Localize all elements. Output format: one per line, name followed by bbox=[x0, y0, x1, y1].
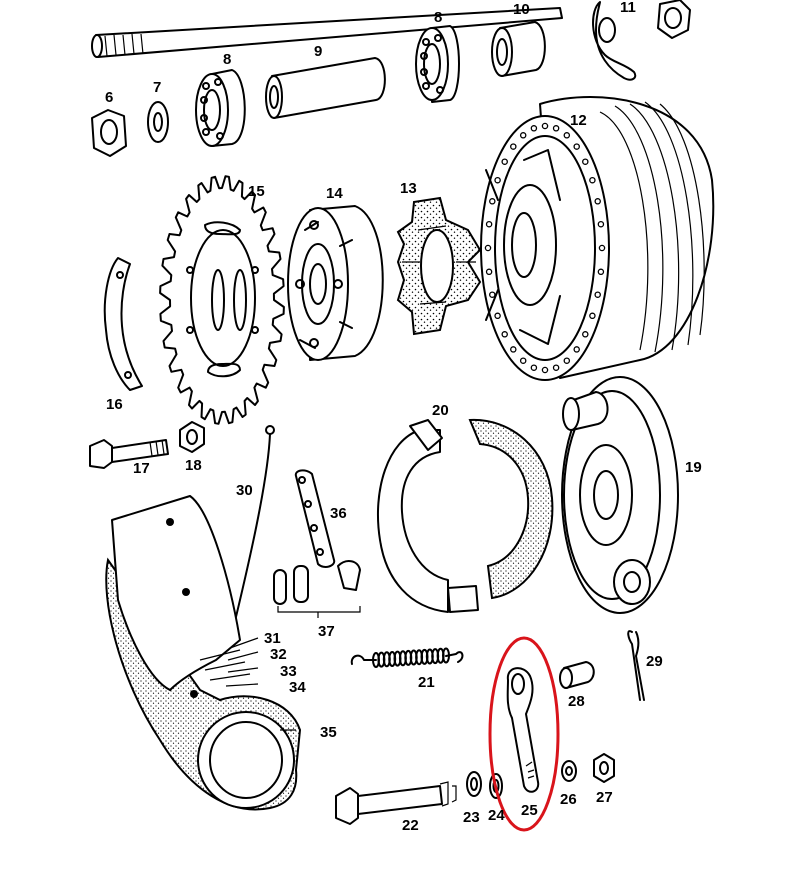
spoke-hole bbox=[573, 143, 580, 150]
part-12-hub bbox=[480, 96, 715, 381]
label-24: 24 bbox=[488, 807, 505, 824]
label-17: 17 bbox=[133, 460, 150, 477]
label-18: 18 bbox=[185, 457, 202, 474]
label-20: 20 bbox=[432, 402, 449, 419]
label-15: 15 bbox=[248, 183, 265, 200]
part-18-nut bbox=[179, 421, 205, 453]
spoke-hole bbox=[582, 158, 589, 165]
spoke-hole bbox=[501, 158, 508, 165]
spoke-hole bbox=[589, 312, 596, 320]
spoke-hole bbox=[541, 122, 549, 130]
part-37-connecting-link bbox=[273, 560, 361, 618]
spoke-hole bbox=[519, 132, 527, 139]
label-19: 19 bbox=[685, 459, 702, 476]
spoke-hole bbox=[597, 268, 605, 276]
label-33: 33 bbox=[280, 663, 297, 680]
spoke-hole bbox=[594, 291, 601, 298]
spoke-hole bbox=[530, 364, 538, 371]
label-35: 35 bbox=[320, 724, 337, 741]
spoke-hole bbox=[501, 331, 508, 338]
spoke-hole bbox=[485, 268, 493, 276]
spoke-hole bbox=[541, 366, 549, 374]
spoke-hole bbox=[582, 331, 589, 338]
label-8b: 8 bbox=[434, 9, 442, 26]
spoke-hole bbox=[563, 132, 571, 139]
label-22: 22 bbox=[402, 817, 419, 834]
label-32: 32 bbox=[270, 646, 287, 663]
part-16-lock-plate bbox=[103, 257, 143, 391]
label-36: 36 bbox=[330, 505, 347, 522]
spoke-hole bbox=[484, 244, 492, 252]
spoke-hole bbox=[597, 220, 605, 228]
part-35-chain-guard bbox=[105, 495, 302, 811]
part-labels: 6 7 8 9 8 10 11 12 13 14 15 16 17 18 19 … bbox=[105, 0, 702, 834]
part-13-rubber-damper bbox=[396, 196, 482, 336]
label-12: 12 bbox=[570, 112, 587, 129]
label-16: 16 bbox=[106, 396, 123, 413]
label-37: 37 bbox=[318, 623, 335, 640]
spoke-hole bbox=[552, 364, 560, 371]
part-28-pin bbox=[559, 661, 595, 689]
label-23: 23 bbox=[463, 809, 480, 826]
part-29-split-pin bbox=[627, 630, 645, 701]
spoke-hole bbox=[594, 198, 601, 205]
label-9: 9 bbox=[314, 43, 322, 60]
spoke-hole bbox=[510, 143, 517, 150]
part-axle bbox=[91, 7, 563, 58]
label-26: 26 bbox=[560, 791, 577, 808]
part-7-washer bbox=[147, 101, 169, 143]
part-20-brake-shoes bbox=[376, 418, 554, 613]
spoke-hole bbox=[489, 291, 496, 298]
part-11-eccentric bbox=[592, 1, 637, 81]
spoke-hole bbox=[552, 125, 560, 132]
label-11: 11 bbox=[620, 0, 636, 16]
label-10: 10 bbox=[513, 1, 530, 18]
label-27: 27 bbox=[596, 789, 613, 806]
part-10-bush bbox=[491, 21, 546, 77]
label-30: 30 bbox=[236, 482, 253, 499]
part-19-brake-plate bbox=[561, 376, 679, 614]
part-8-bearing-left bbox=[195, 69, 246, 147]
highlight-circle bbox=[488, 636, 560, 832]
part-26-washer bbox=[561, 760, 577, 782]
label-21: 21 bbox=[418, 674, 435, 691]
label-29: 29 bbox=[646, 653, 663, 670]
spoke-hole bbox=[494, 176, 501, 184]
label-25: 25 bbox=[521, 802, 538, 819]
spoke-hole bbox=[589, 176, 596, 184]
part-25-brake-arm bbox=[506, 667, 540, 793]
label-14: 14 bbox=[326, 185, 343, 202]
label-31: 31 bbox=[264, 630, 281, 647]
spoke-hole bbox=[530, 125, 538, 132]
label-7: 7 bbox=[153, 79, 161, 96]
label-6: 6 bbox=[105, 89, 113, 106]
spoke-hole bbox=[519, 357, 527, 364]
spoke-hole bbox=[573, 346, 580, 353]
part-6-nut bbox=[91, 109, 127, 157]
part-8-bearing-right bbox=[415, 25, 460, 103]
part-22-pivot-bolt bbox=[335, 781, 457, 825]
spoke-hole bbox=[510, 346, 517, 353]
part-15-sprocket bbox=[159, 175, 285, 425]
part-27-nut bbox=[593, 753, 615, 783]
label-13: 13 bbox=[400, 180, 417, 197]
label-8a: 8 bbox=[223, 51, 231, 68]
part-23-washer bbox=[466, 771, 482, 797]
spoke-hole bbox=[598, 244, 606, 252]
leader-lines bbox=[225, 637, 296, 731]
part-9-spacer-tube bbox=[265, 57, 386, 119]
part-14-carrier bbox=[287, 205, 384, 361]
spoke-hole bbox=[494, 312, 501, 320]
part-11-nut bbox=[657, 0, 691, 39]
part-36-chain bbox=[294, 469, 336, 568]
part-17-bolt bbox=[89, 439, 169, 469]
part-21-spring bbox=[350, 647, 464, 668]
spoke-hole bbox=[563, 357, 571, 364]
spoke-hole bbox=[489, 198, 496, 205]
spoke-hole bbox=[485, 220, 493, 228]
hub-flange-holes bbox=[484, 122, 606, 374]
label-34: 34 bbox=[289, 679, 306, 696]
label-28: 28 bbox=[568, 693, 585, 710]
